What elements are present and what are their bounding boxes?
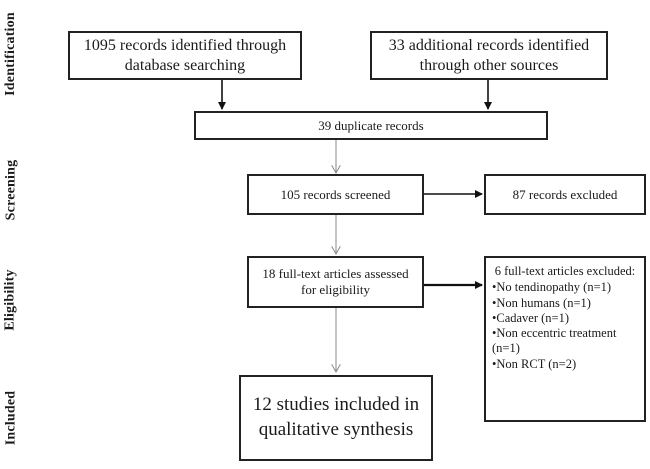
exclusion-reason-item: •Non RCT (n=2) (492, 356, 577, 371)
box-duplicate-records: 39 duplicate records (194, 111, 548, 140)
exclusion-reason-item: •Non eccentric treatment (n=1) (492, 326, 617, 356)
box-records-excluded: 87 records excluded (484, 174, 646, 215)
fulltext-excluded-title: 6 full-text articles excluded: (494, 264, 636, 278)
exclusion-reason-item: •No tendinopathy (n=1) (492, 280, 612, 295)
exclusion-reason-item: •Non humans (n=1) (492, 295, 591, 310)
box-database-records: 1095 records identified through database… (68, 31, 302, 80)
exclusion-reason-item: •Cadaver (n=1) (492, 310, 570, 325)
box-other-records: 33 additional records identified through… (370, 31, 608, 80)
box-fulltext-excluded: 6 full-text articles excluded: •No tendi… (484, 256, 646, 422)
box-studies-included: 12 studies included in qualitative synth… (239, 375, 433, 461)
box-records-screened: 105 records screened (247, 174, 424, 215)
box-fulltext-assessed: 18 full-text articles assessed for eligi… (247, 256, 424, 308)
